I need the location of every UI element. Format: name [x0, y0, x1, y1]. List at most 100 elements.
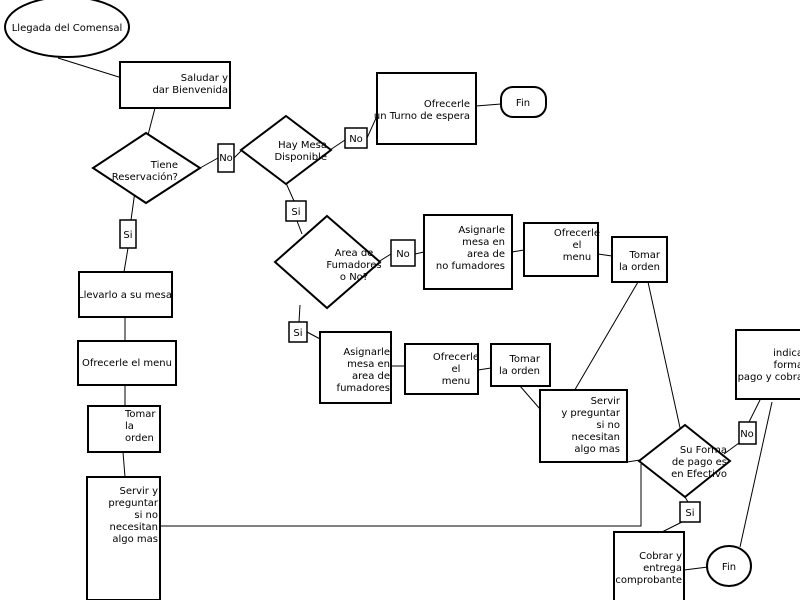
smoking-area-line: o No?	[340, 272, 368, 283]
has-reservation-diamond	[91, 131, 202, 205]
take-order-left-box	[87, 405, 161, 453]
offer-menu-left-text: Ofrecerle el menu	[82, 358, 172, 369]
yes-cash-line: Si	[685, 508, 694, 519]
greet-line: Saludar y	[181, 73, 228, 84]
connector	[296, 220, 303, 235]
start-text: Llegada del Comensal	[12, 23, 123, 34]
smoking-area-line: Fumadores	[326, 260, 381, 271]
serve-left-line: Servir y	[119, 486, 158, 497]
offer-menu-s-line: el	[452, 364, 461, 375]
connector	[199, 157, 219, 169]
offer-menu-ns-line: menu	[563, 252, 592, 263]
connector	[329, 139, 346, 151]
yes-reservation-label-box	[119, 219, 137, 249]
indicate-payment-box	[735, 329, 800, 400]
take-order-s-line: Tomar	[508, 354, 540, 365]
end-final-text: Fin	[722, 562, 736, 573]
connector	[683, 566, 709, 571]
end-final-line: Fin	[722, 562, 736, 573]
serve-mid-line: si no	[596, 420, 620, 431]
connector	[723, 442, 740, 455]
assign-smoking-line: Asignarle	[343, 347, 390, 358]
serve-left-line: preguntar	[108, 498, 158, 509]
no-table-label-box	[344, 127, 368, 149]
connector	[626, 459, 641, 463]
indicate-payment-line: forma	[774, 360, 800, 371]
take-order-s-line: la orden	[499, 366, 540, 377]
end-wait-text: Fin	[516, 98, 530, 109]
yes-table-label-box	[285, 200, 307, 222]
yes-smoking-line: Si	[293, 328, 302, 339]
indicate-payment-line: indica	[773, 348, 800, 359]
smoking-area-line: Area de	[335, 248, 374, 259]
charge-receipt-line: comprobante	[615, 575, 682, 586]
yes-cash-label-box	[679, 501, 701, 523]
no-table-text: No	[349, 134, 363, 145]
yes-smoking-text: Si	[293, 328, 302, 339]
offer-menu-ns-line: Ofrecerle	[554, 228, 600, 239]
start-line: Llegada del Comensal	[12, 23, 123, 34]
yes-table-line: Si	[291, 207, 300, 218]
take-order-ns-line: Tomar	[628, 250, 660, 261]
connector	[233, 149, 243, 159]
no-reservation-line: No	[219, 153, 233, 164]
connector	[57, 57, 123, 79]
table-available-line: Hay Mesa	[278, 140, 327, 151]
start-ellipse	[4, 0, 130, 58]
yes-reservation-line: Si	[123, 230, 132, 241]
greet-box	[119, 61, 231, 109]
offer-wait-box	[376, 72, 477, 145]
assign-smoking-line: area de	[352, 371, 390, 382]
take-order-left-line: orden	[125, 433, 154, 444]
serve-left-box	[86, 476, 161, 600]
no-smoking-text: No	[396, 249, 410, 260]
serve-mid-box	[539, 389, 628, 463]
connector	[572, 281, 639, 394]
take-order-ns-line: la orden	[619, 262, 660, 273]
payment-cash-line: en Efectivo	[671, 469, 727, 480]
connector	[377, 253, 392, 263]
yes-reservation-text: Si	[123, 230, 132, 241]
serve-mid-line: Servir	[591, 396, 621, 407]
no-cash-label-box	[738, 421, 757, 445]
assign-smoking-line: fumadores	[337, 383, 390, 394]
connectors	[57, 57, 773, 571]
take-order-left-line: la	[125, 421, 134, 432]
no-cash-line: No	[740, 429, 754, 440]
offer-menu-ns-line: el	[573, 240, 582, 251]
serve-mid-line: algo mas	[574, 444, 620, 455]
yes-cash-text: Si	[685, 508, 694, 519]
connector	[160, 464, 642, 527]
serve-left-line: necesitan	[109, 522, 158, 533]
no-cash-text: No	[740, 429, 754, 440]
serve-left-line: algo mas	[112, 534, 158, 545]
table-available-line: Disponible	[274, 152, 327, 163]
payment-cash-line: de pago es	[672, 457, 727, 468]
charge-receipt-box	[613, 531, 685, 600]
connector	[298, 304, 301, 323]
connector	[414, 251, 425, 255]
charge-receipt-line: entrega	[643, 563, 682, 574]
smoking-area-diamond	[273, 214, 382, 310]
connector	[123, 247, 129, 273]
end-wait-line: Fin	[516, 98, 530, 109]
take-to-table-box	[78, 271, 173, 318]
offer-menu-left-box	[77, 340, 177, 386]
assign-smoking-box	[319, 331, 392, 404]
connector	[285, 182, 295, 202]
connector	[519, 385, 541, 410]
indicate-payment-line: pago y cobra	[738, 372, 800, 383]
connector	[597, 253, 613, 257]
offer-menu-s-line: Ofrecerle	[433, 352, 479, 363]
